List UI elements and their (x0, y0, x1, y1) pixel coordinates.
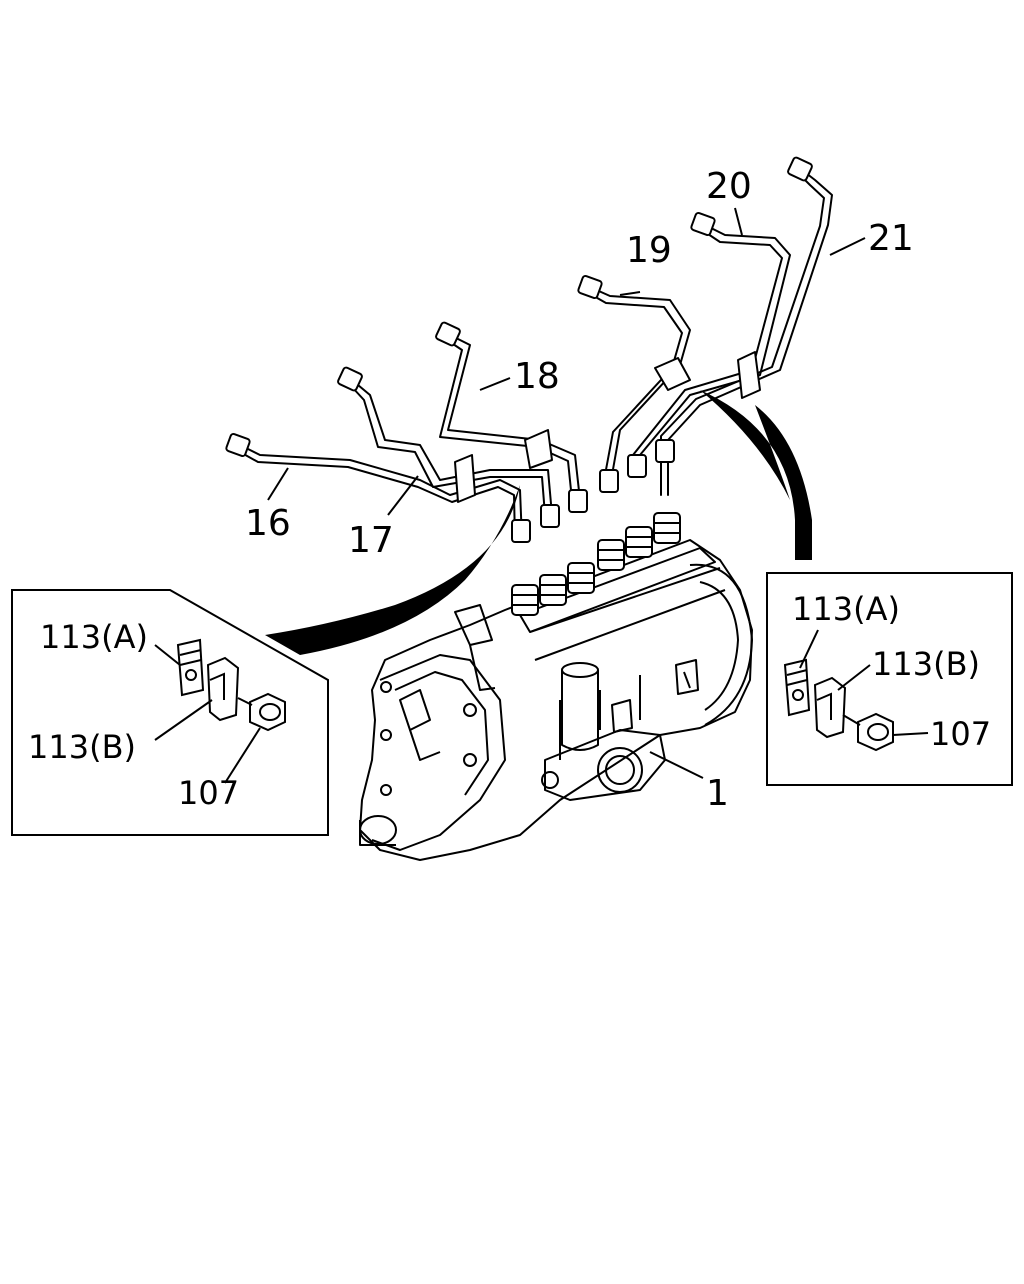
inset-left-label-113a: 113(A) (40, 618, 148, 656)
inset-right-clamp-a-shape (783, 658, 811, 717)
pipe-20 (639, 224, 791, 456)
inset-left: 113(A) 113(B) 107 (11, 589, 329, 836)
pipe-clamp-left-b (524, 429, 553, 469)
pipe-21 (667, 169, 833, 496)
pipe-16-nut (225, 432, 251, 458)
pipe-18 (447, 334, 581, 501)
valve-holder-5 (625, 526, 653, 558)
injection-pipes (225, 156, 833, 543)
callout-20: 20 (706, 166, 752, 207)
callout-1: 1 (706, 773, 729, 814)
inset-right: 113(A) 113(B) 107 (766, 572, 1013, 786)
delivery-valve-holders (511, 512, 681, 616)
valve-holder-3 (567, 562, 595, 594)
pipe-17 (351, 379, 553, 516)
pipe-clamp-right-b (737, 351, 761, 399)
pipe-20-nut (690, 211, 716, 237)
valve-holder-2 (539, 574, 567, 606)
valve-holder-1 (511, 584, 539, 616)
callout-16: 16 (245, 503, 291, 544)
inset-left-label-113b: 113(B) (28, 728, 136, 766)
inset-left-frame (11, 589, 329, 836)
pipe-clamp-left-a (454, 454, 476, 503)
inset-right-label-107: 107 (930, 715, 991, 753)
inset-right-label-113b: 113(B) (872, 645, 980, 683)
pipe-17-nut (337, 366, 363, 392)
inset-left-label-107: 107 (178, 774, 239, 812)
valve-holder-6 (653, 512, 681, 544)
pipe-21-nut (787, 156, 813, 182)
inset-right-label-113a: 113(A) (792, 590, 900, 628)
pipe-19 (591, 287, 691, 476)
pointer-arrow-left (265, 485, 520, 655)
pointer-arrow-right (700, 390, 812, 560)
inset-left-clamp-a-shape (176, 638, 205, 697)
pipe-clamp-right-a (654, 357, 691, 391)
valve-holder-4 (597, 539, 625, 571)
pipe-18-nut (435, 321, 461, 347)
callout-19: 19 (626, 230, 672, 271)
callout-17: 17 (348, 520, 394, 561)
inset-right-frame (766, 572, 1013, 786)
callout-21: 21 (868, 218, 914, 259)
callout-18: 18 (514, 356, 560, 397)
callout-leaders (267, 207, 866, 779)
injection-pump (359, 539, 753, 861)
pipe-19-nut (577, 274, 603, 300)
